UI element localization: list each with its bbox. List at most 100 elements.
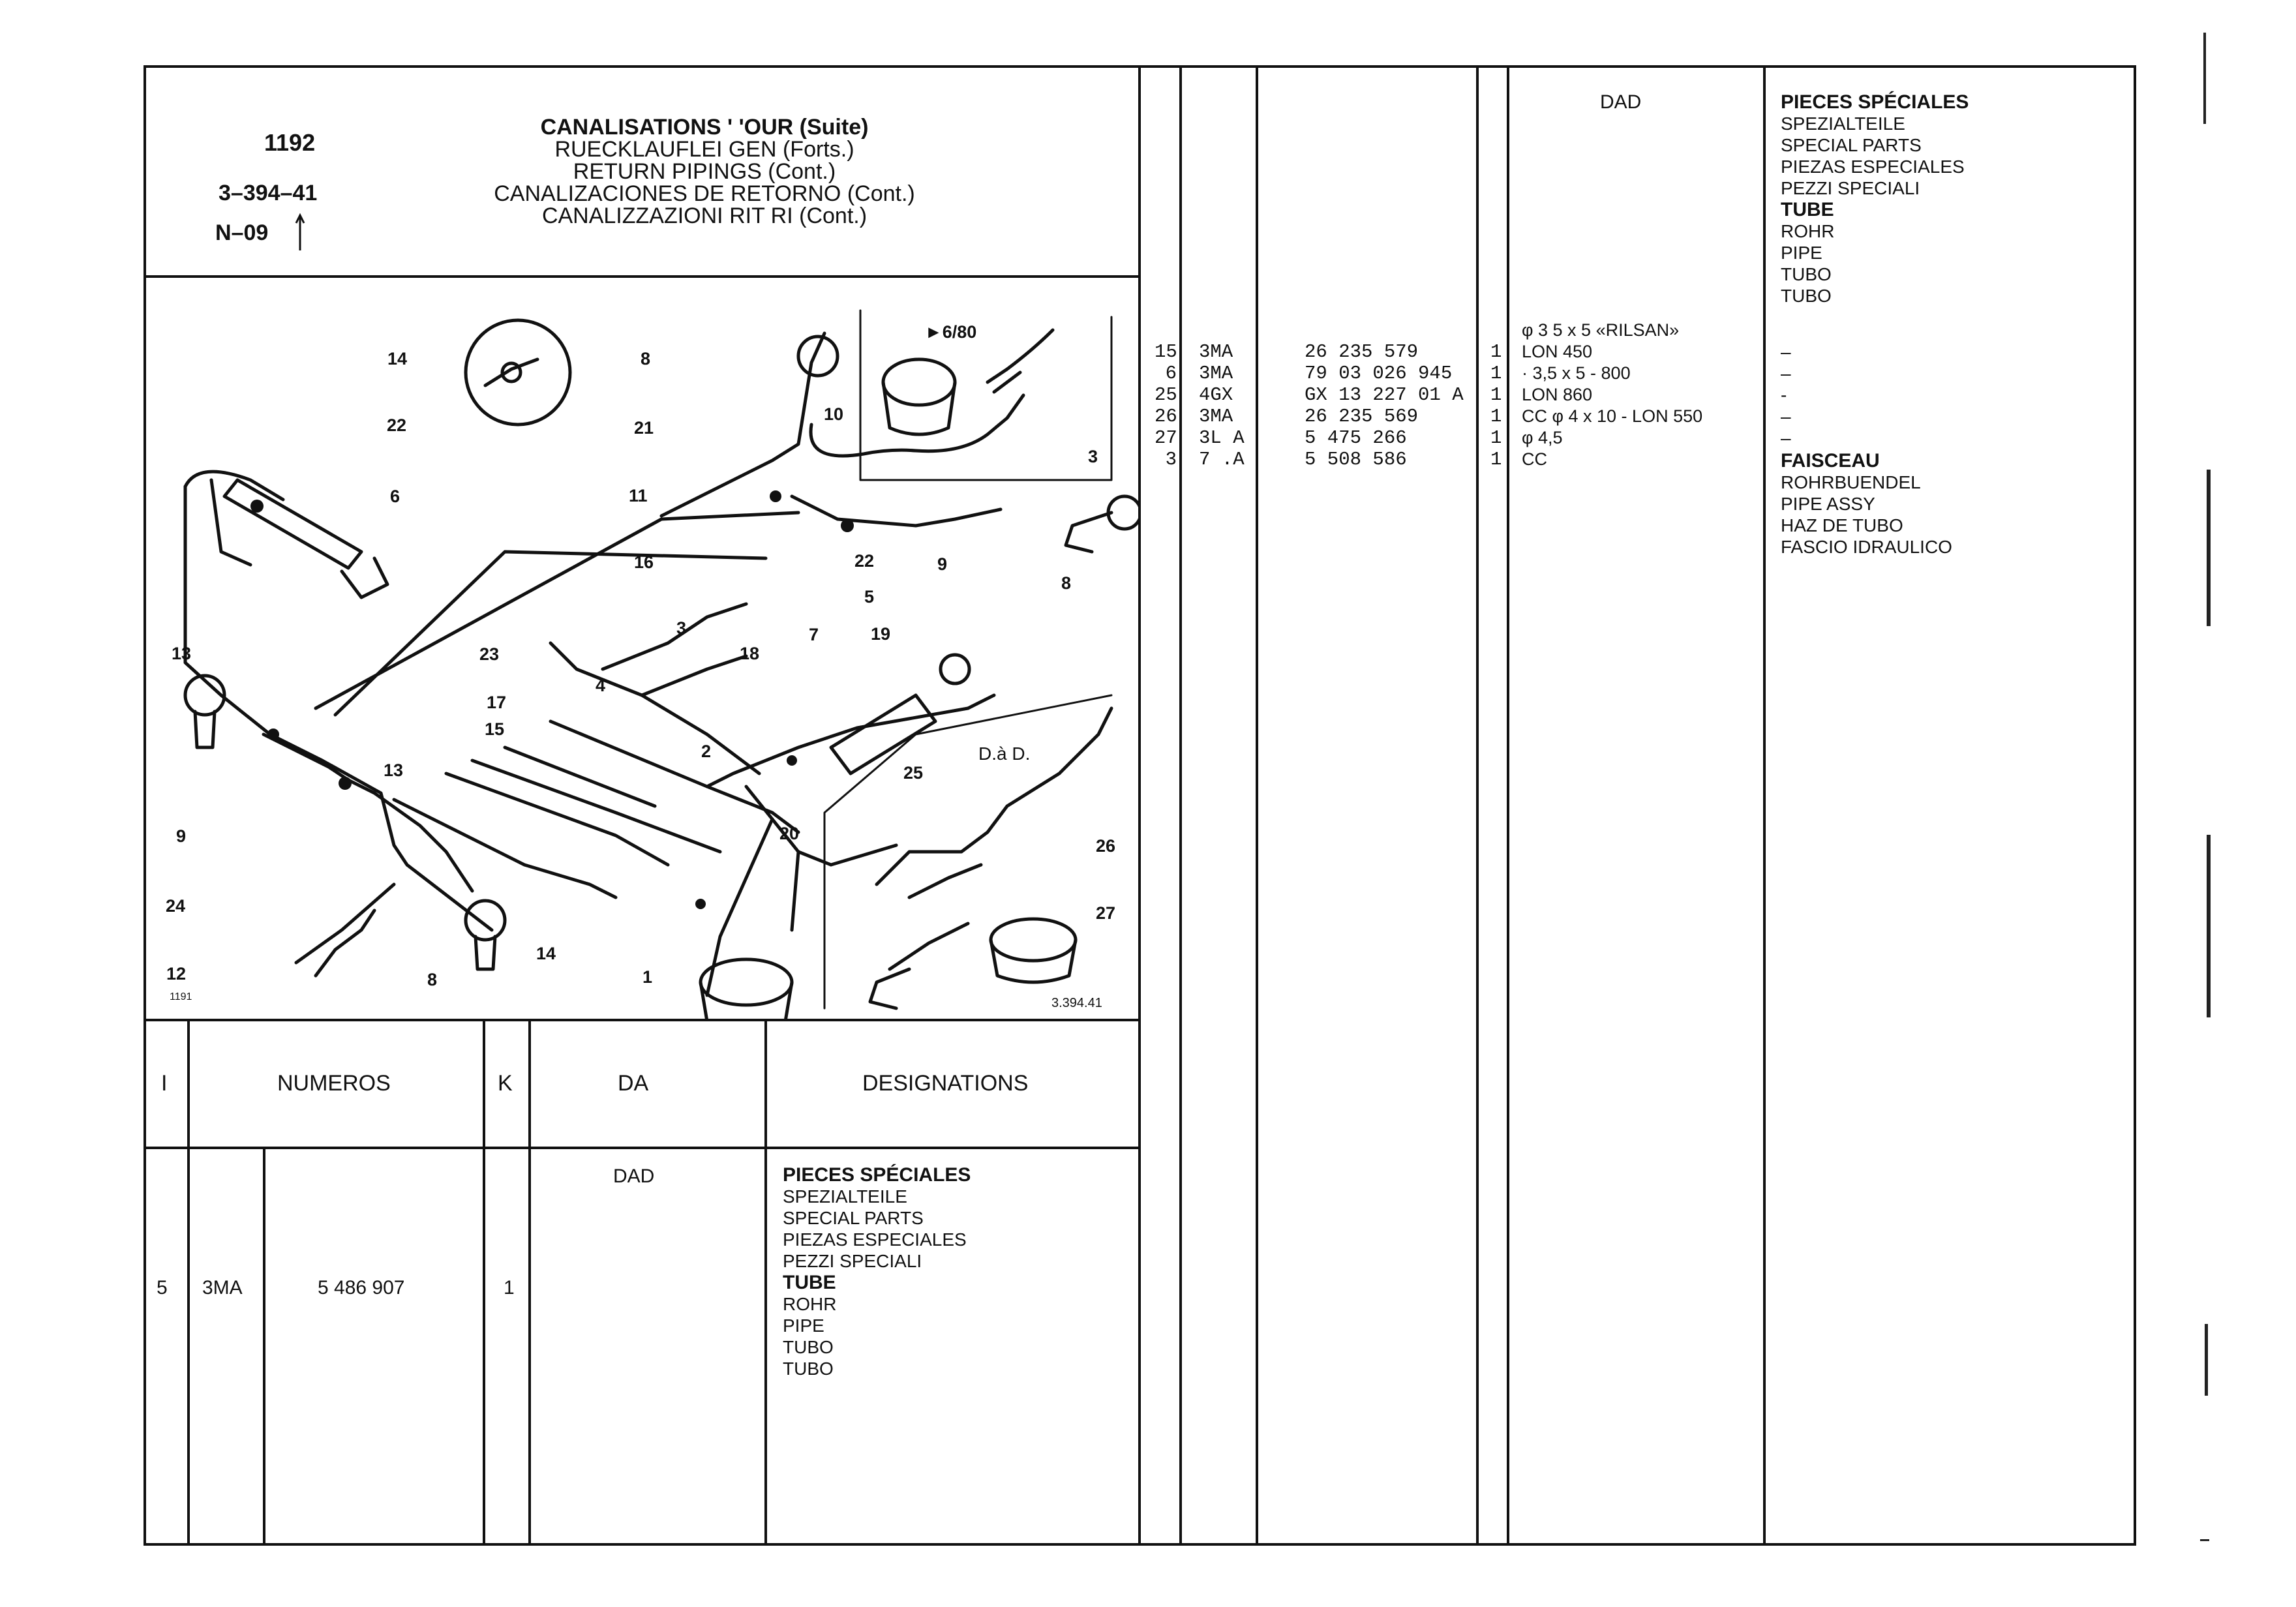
designation-line: ROHR xyxy=(783,1294,837,1314)
designation-line: TUBE xyxy=(1781,199,1834,220)
right-index: 6 xyxy=(1165,363,1177,384)
drawing-ref: 3.394.41 xyxy=(1051,996,1102,1010)
right-da-value: LON 450 xyxy=(1522,342,1593,361)
designation-line: FASCIO IDRAULICO xyxy=(1781,537,1952,557)
divider-header-bottom xyxy=(144,275,1140,278)
dash-mark: – xyxy=(1781,342,1791,362)
left-designation-list: PIECES SPÉCIALES SPEZIALTEILE SPECIAL PA… xyxy=(783,1164,971,1379)
designation-line: PIPE ASSY xyxy=(1781,494,1875,514)
scan-edge-mark xyxy=(2205,1324,2208,1396)
right-da-value: · 3,5 x 5 - 800 xyxy=(1522,363,1631,383)
designation-line: PIEZAS ESPECIALES xyxy=(1781,157,1965,177)
right-number: 26 235 569 xyxy=(1305,406,1419,427)
divider-right-code xyxy=(1256,65,1258,1546)
piping-diagram xyxy=(146,278,1143,1030)
callout-label: 19 xyxy=(871,624,891,644)
right-dash-column: – – - – – xyxy=(1781,341,1791,449)
callout-label: 2 xyxy=(701,742,712,761)
right-qty: 1 xyxy=(1490,363,1502,384)
right-code: 4GX xyxy=(1199,384,1233,406)
designation-line: PEZZI SPECIALI xyxy=(1781,178,1920,198)
designation-line: ROHRBUENDEL xyxy=(1781,472,1921,492)
designation-line: SPECIAL PARTS xyxy=(1781,135,1922,155)
right-da-value: LON 860 xyxy=(1522,385,1593,404)
row-code: 3MA xyxy=(202,1277,243,1299)
callout-label: 23 xyxy=(479,644,500,664)
callout-label: 12 xyxy=(166,964,187,984)
callout-label: 21 xyxy=(634,418,654,438)
scan-edge-mark xyxy=(2207,470,2211,626)
dash-mark: - xyxy=(1781,385,1787,405)
figure-number: 1191 xyxy=(170,991,192,1002)
row-qty: 1 xyxy=(504,1277,515,1299)
col-head-da: DA xyxy=(618,1071,649,1096)
designation-line: TUBE xyxy=(783,1272,836,1293)
right-qty: 1 xyxy=(1490,406,1502,427)
divider-right-index xyxy=(1179,65,1182,1546)
inset-label: ►6/80 xyxy=(925,322,977,342)
right-code-column: 3MA 3MA 4GX 3MA 3L A 7 .A xyxy=(1199,341,1245,470)
callout-label: 16 xyxy=(634,552,654,572)
title-es: CANALIZACIONES DE RETORNO (Cont.) xyxy=(494,181,915,206)
right-da-value: φ 4,5 xyxy=(1522,428,1563,447)
title-en: RETURN PIPINGS (Cont.) xyxy=(573,159,836,184)
divider-right-number xyxy=(1476,65,1479,1546)
callout-label: 8 xyxy=(1061,573,1072,593)
callout-label: 1 xyxy=(642,967,653,987)
designation-line: FAISCEAU xyxy=(1781,450,1880,472)
right-number: GX 13 227 01 A xyxy=(1305,384,1464,406)
designation-line: PIEZAS ESPECIALES xyxy=(783,1229,967,1250)
designation-line: ROHR xyxy=(1781,221,1835,241)
callout-label: 14 xyxy=(387,349,408,368)
right-qty: 1 xyxy=(1490,384,1502,406)
designation-line: PEZZI SPECIALI xyxy=(783,1251,922,1271)
designation-line: PIECES SPÉCIALES xyxy=(783,1164,971,1186)
divider-right-qty xyxy=(1507,65,1509,1546)
designation-line: SPEZIALTEILE xyxy=(783,1186,907,1207)
scan-edge-mark xyxy=(2207,835,2211,1017)
callout-label: 13 xyxy=(384,760,404,780)
designation-line: HAZ DE TUBO xyxy=(1781,515,1903,535)
callout-label: 11 xyxy=(629,486,648,505)
callout-label: 8 xyxy=(641,349,651,368)
right-da-header: DAD xyxy=(1600,91,1642,113)
callout-label: 13 xyxy=(172,644,192,663)
right-index: 15 xyxy=(1155,341,1177,363)
right-code: 3L A xyxy=(1199,427,1245,449)
right-number: 26 235 579 xyxy=(1305,341,1419,363)
right-da-value: φ 3 5 x 5 «RILSAN» xyxy=(1522,320,1680,340)
right-designation-top: PIECES SPÉCIALES SPEZIALTEILE SPECIAL PA… xyxy=(1781,91,1969,307)
right-number-column: 26 235 579 79 03 026 945 GX 13 227 01 A … xyxy=(1305,341,1464,470)
scan-edge-mark xyxy=(2200,1539,2209,1541)
dash-mark: – xyxy=(1781,406,1791,427)
callout-label: 3 xyxy=(676,618,687,638)
right-number: 79 03 026 945 xyxy=(1305,363,1453,384)
right-qty: 1 xyxy=(1490,427,1502,449)
right-code: 7 .A xyxy=(1199,449,1245,470)
designation-line: PIECES SPÉCIALES xyxy=(1781,91,1969,113)
callout-label: 20 xyxy=(779,824,800,843)
divider-left-da xyxy=(764,1019,767,1546)
callout-label: 9 xyxy=(937,554,948,574)
right-number: 5 508 586 xyxy=(1305,449,1407,470)
callout-label: 27 xyxy=(1096,903,1116,923)
designation-line: TUBO xyxy=(783,1337,834,1357)
right-designation-bottom: FAISCEAU ROHRBUENDEL PIPE ASSY HAZ DE TU… xyxy=(1781,450,1952,558)
callout-label: 24 xyxy=(166,896,186,916)
right-index: 27 xyxy=(1155,427,1177,449)
col-head-k: K xyxy=(498,1071,513,1096)
col-head-index: I xyxy=(161,1071,168,1096)
designation-line: SPECIAL PARTS xyxy=(783,1208,924,1228)
callout-label: 7 xyxy=(809,625,819,644)
callout-label: 17 xyxy=(487,693,507,712)
divider-left-code xyxy=(263,1148,265,1546)
designation-line: SPEZIALTEILE xyxy=(1781,113,1905,134)
title-fr: CANALISATIONS ' 'OUR (Suite) xyxy=(540,115,869,140)
divider-left-number xyxy=(483,1019,485,1546)
divider-left-index xyxy=(187,1019,190,1546)
right-qty: 1 xyxy=(1490,341,1502,363)
divider-diagram-bottom xyxy=(144,1019,1140,1021)
designation-line: PIPE xyxy=(1781,243,1822,263)
right-index: 26 xyxy=(1155,406,1177,427)
callout-label: 26 xyxy=(1096,836,1116,856)
